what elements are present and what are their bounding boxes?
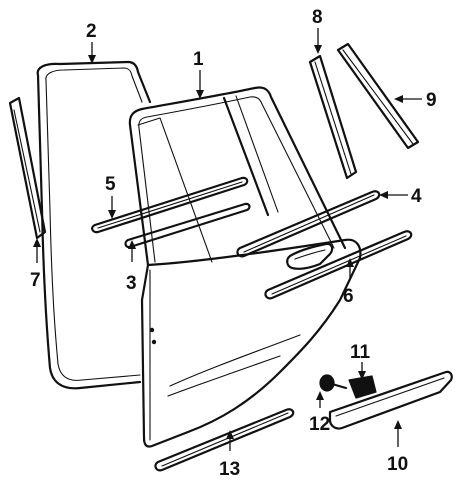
part-11-clip [348, 375, 377, 399]
callout-7: 7 [30, 270, 41, 291]
part-2-weatherstrip [36, 60, 152, 390]
part-1-rear-door [128, 86, 362, 448]
part-3-belt-weatherstrip [124, 202, 251, 249]
callout-4: 4 [411, 186, 422, 207]
callout-10: 10 [387, 454, 408, 475]
callout-5: 5 [105, 174, 116, 195]
callout-9: 9 [426, 90, 437, 111]
callout-6: 6 [343, 286, 354, 307]
callout-labels: 1 2 3 4 5 6 7 8 9 10 11 12 13 [30, 7, 437, 480]
callout-3: 3 [126, 273, 137, 294]
part-12-grommet [319, 374, 348, 392]
part-13-lower-molding [154, 408, 295, 472]
callout-2: 2 [86, 21, 97, 42]
callout-8: 8 [312, 7, 323, 28]
callout-12: 12 [309, 414, 330, 435]
part-4-outer-belt-molding [236, 190, 381, 258]
part-9-pillar-molding [336, 42, 420, 150]
part-7-vertical-trim [8, 96, 47, 240]
leader-lines [33, 28, 422, 451]
callout-11: 11 [350, 342, 371, 363]
callout-1: 1 [193, 49, 204, 70]
part-6-side-molding [264, 230, 413, 300]
callout-13: 13 [219, 459, 240, 480]
part-10-rocker-molding [328, 370, 453, 430]
part-5-belt-molding [91, 176, 249, 234]
part-8-sash-molding [308, 54, 358, 180]
